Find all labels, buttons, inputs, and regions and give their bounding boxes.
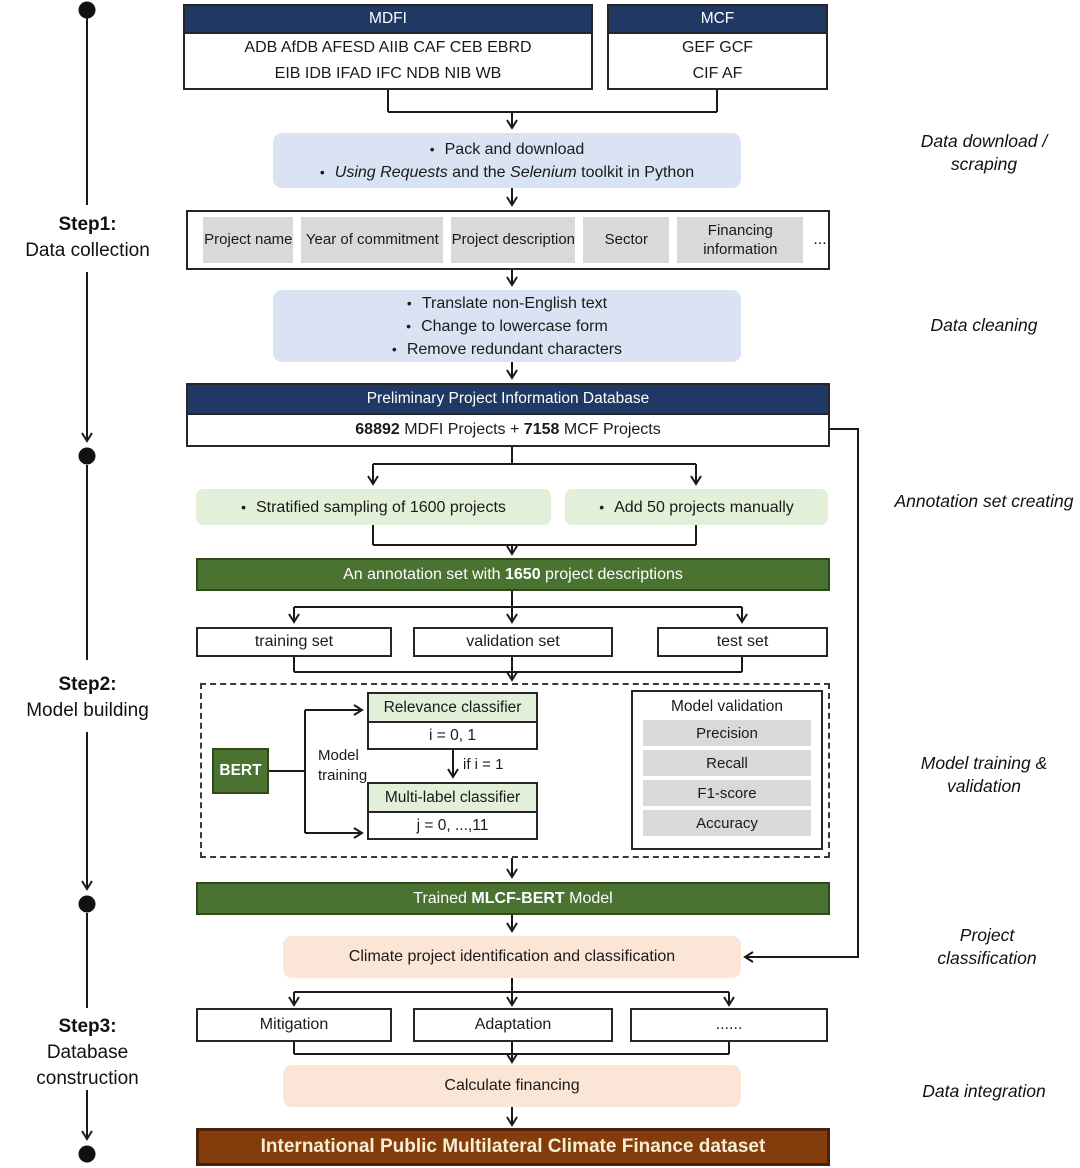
- bullet-icon: •: [429, 140, 435, 157]
- download-box: • Pack and download • Using Requests and…: [273, 133, 741, 188]
- model-validation-box: Model validation Precision Recall F1-sco…: [631, 690, 823, 850]
- timeline-line: [78, 1, 96, 1163]
- mdfi-members-line2: EIB IDB IFAD IFC NDB NIB WB: [274, 65, 502, 82]
- mdfi-box: MDFI ADB AfDB AFESD AIIB CAF CEB EBRD EI…: [183, 4, 593, 90]
- timeline-dot: [78, 1145, 96, 1163]
- field-chip-sector: Sector: [583, 217, 670, 263]
- model-building-region: [200, 683, 830, 858]
- model-validation-title: Model validation: [670, 698, 783, 715]
- multilabel-classifier-value: j = 0, ...,11: [416, 816, 489, 834]
- step3-label: Step3: Database construction: [0, 1014, 175, 1093]
- phase-data-cleaning: Data cleaning: [930, 315, 1038, 335]
- relevance-classifier-value: i = 0, 1: [429, 726, 476, 744]
- category-adaptation-box: Adaptation: [413, 1008, 613, 1042]
- training-set-box: training set: [196, 627, 392, 657]
- step1-label: Step1: Data collection: [0, 212, 175, 264]
- step3-desc: Database construction: [36, 1042, 139, 1090]
- manual-add-box: • Add 50 projects manually: [565, 489, 828, 525]
- mdfi-members-line1: ADB AfDB AFESD AIIB CAF CEB EBRD: [244, 39, 532, 56]
- metric-chip-f1: F1-score: [643, 780, 811, 806]
- field-chip-description: Project description: [451, 217, 576, 263]
- validation-set-box: validation set: [413, 627, 613, 657]
- fields-row: Project name Year of commitment Project …: [188, 217, 844, 263]
- timeline-dot: [78, 895, 96, 913]
- cleaning-bullet-1: • Translate non-English text: [407, 292, 607, 315]
- mdfi-members: ADB AfDB AFESD AIIB CAF CEB EBRD EIB IDB…: [185, 34, 591, 88]
- step3-title: Step3:: [58, 1016, 117, 1037]
- bullet-icon: •: [599, 498, 605, 515]
- download-bullet-1: • Pack and download: [430, 138, 585, 161]
- annotation-set-bar: An annotation set with 1650 project desc…: [196, 558, 830, 591]
- mcf-members-line2: CIF AF: [692, 65, 743, 82]
- step2-title: Step2:: [58, 674, 117, 695]
- field-chip-year: Year of commitment: [301, 217, 444, 263]
- phase-annotation-set: Annotation set creating: [894, 491, 1074, 511]
- mdfi-header: MDFI: [185, 6, 591, 34]
- bullet-icon: •: [406, 317, 412, 334]
- phase-data-download: Data download / scraping: [920, 131, 1048, 175]
- field-chip-project-name: Project name: [203, 217, 294, 263]
- financing-box: Calculate financing: [283, 1065, 741, 1107]
- timeline-dot: [78, 1, 96, 19]
- phase-model-training: Model training & validation: [920, 753, 1048, 797]
- download-bullet-2: • Using Requests and the Selenium toolki…: [320, 161, 694, 184]
- metric-chip-recall: Recall: [643, 750, 811, 776]
- test-set-box: test set: [657, 627, 828, 657]
- condition-label: if i = 1: [463, 756, 504, 773]
- database-counts-text: 68892 MDFI Projects + 7158 MCF Projects: [355, 421, 661, 438]
- multilabel-classifier-box: Multi-label classifier j = 0, ...,11: [367, 782, 538, 840]
- download-bullet-1-text: Pack and download: [444, 140, 585, 158]
- mcf-members: GEF GCF CIF AF: [609, 34, 826, 88]
- trained-model-text: Trained MLCF-BERT Model: [413, 889, 613, 907]
- metric-chip-precision: Precision: [643, 720, 811, 746]
- timeline-dot: [78, 447, 96, 465]
- step2-desc: Model building: [26, 700, 149, 722]
- model-training-label: Model training: [318, 747, 368, 784]
- relevance-classifier-box: Relevance classifier i = 0, 1: [367, 692, 538, 750]
- field-chip-financing: Financing information: [677, 217, 804, 263]
- trained-model-bar: Trained MLCF-BERT Model: [196, 882, 830, 915]
- relevance-classifier-header: Relevance classifier: [369, 694, 536, 723]
- bullet-icon: •: [391, 340, 397, 357]
- bert-box: BERT: [212, 748, 269, 794]
- stratified-sampling-line: • Stratified sampling of 1600 projects: [241, 496, 506, 519]
- step1-title: Step1:: [58, 214, 117, 235]
- category-mitigation-box: Mitigation: [196, 1008, 392, 1042]
- metric-chip-accuracy: Accuracy: [643, 810, 811, 836]
- fields-box: Project name Year of commitment Project …: [186, 210, 830, 270]
- phase-data-integration: Data integration: [922, 1081, 1046, 1101]
- bullet-icon: •: [406, 294, 412, 311]
- manual-add-line: • Add 50 projects manually: [599, 496, 794, 519]
- manual-add-text: Add 50 projects manually: [614, 498, 794, 516]
- mcf-box: MCF GEF GCF CIF AF: [607, 4, 828, 90]
- cleaning-bullet-2-text: Change to lowercase form: [421, 317, 608, 335]
- cleaning-bullet-2: • Change to lowercase form: [406, 315, 608, 338]
- database-header: Preliminary Project Information Database: [188, 385, 828, 415]
- cleaning-box: • Translate non-English text • Change to…: [273, 290, 741, 362]
- step1-desc: Data collection: [25, 240, 150, 262]
- bullet-icon: •: [241, 498, 246, 515]
- stratified-sampling-box: • Stratified sampling of 1600 projects: [196, 489, 551, 525]
- database-counts: 68892 MDFI Projects + 7158 MCF Projects: [188, 415, 828, 445]
- step2-label: Step2: Model building: [0, 672, 175, 724]
- annotation-set-text: An annotation set with 1650 project desc…: [343, 565, 683, 583]
- category-other-box: ......: [630, 1008, 828, 1042]
- multilabel-classifier-header: Multi-label classifier: [369, 784, 536, 813]
- bullet-icon: •: [319, 163, 325, 180]
- database-box: Preliminary Project Information Database…: [186, 383, 830, 447]
- final-dataset-bar: International Public Multilateral Climat…: [196, 1128, 830, 1166]
- fields-ellipsis: ...: [813, 231, 827, 248]
- cleaning-bullet-1-text: Translate non-English text: [421, 294, 608, 312]
- cleaning-bullet-3: • Remove redundant characters: [392, 338, 622, 361]
- stratified-sampling-text: Stratified sampling of 1600 projects: [255, 498, 506, 516]
- mcf-header: MCF: [609, 6, 826, 34]
- classification-box: Climate project identification and class…: [283, 936, 741, 978]
- phase-project-classification: Project classification: [937, 925, 1037, 969]
- download-bullet-2-text: Using Requests and the Selenium toolkit …: [334, 163, 695, 181]
- cleaning-bullet-3-text: Remove redundant characters: [406, 340, 623, 358]
- mcf-members-line1: GEF GCF: [681, 39, 754, 56]
